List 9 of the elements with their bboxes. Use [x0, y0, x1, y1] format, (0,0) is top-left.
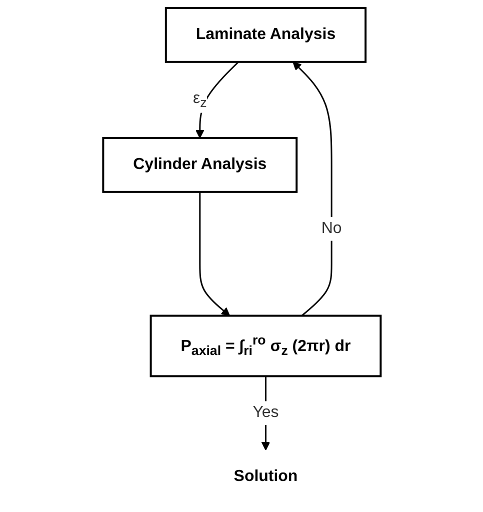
node-text: Solution	[233, 468, 298, 486]
edge-label: ε$_{z}$	[192, 90, 206, 110]
node-box: P$_{axial}$ = ∫$_{ri}$$^{ro}$ σ$_{z}$ (2πr) dr	[149, 314, 382, 378]
node-box: Laminate Analysis	[164, 7, 366, 63]
arrow	[292, 62, 332, 316]
edge-label: Yes	[252, 404, 278, 422]
arrow	[198, 192, 230, 316]
edge-label: No	[320, 220, 342, 237]
node-box: Cylinder Analysis	[102, 137, 298, 193]
